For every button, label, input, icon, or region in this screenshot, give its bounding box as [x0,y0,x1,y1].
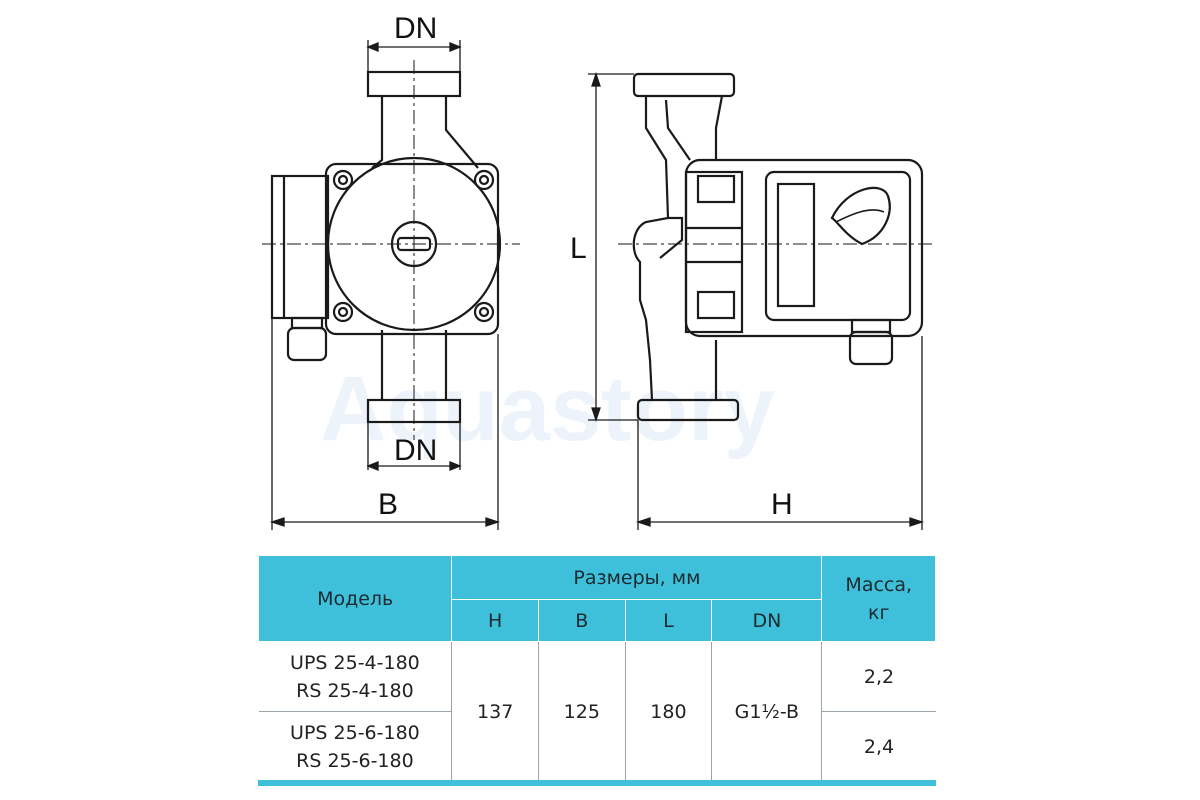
model-name: UPS 25-4-180 [290,651,420,674]
value-mass: 2,4 [821,711,936,782]
front-top-neck [371,96,479,169]
selector-knob-icon [830,186,891,246]
table-row: UPS 25-4-180 RS 25-4-180 137 125 180 G1½… [258,641,936,782]
watermark: Aquastory [320,358,775,460]
model-name: RS 25-6-180 [296,749,414,772]
value-b: 125 [537,641,626,782]
table-row: UPS 25-6-180 RS 25-6-180 2,4 [258,711,936,782]
bolt-icon [473,169,495,191]
l-label: L [570,232,587,265]
side-motor-outer [684,158,924,338]
model-name: UPS 25-6-180 [290,721,420,744]
spec-table: Модель Размеры, мм Масса, кг H B L DN UP… [257,555,936,782]
side-bottom-flange [636,398,740,422]
pump-drawing: Aquastory [262,12,935,530]
bolt-icon [332,301,354,323]
b-label: B [378,488,398,521]
model-cell: UPS 25-4-180 RS 25-4-180 [258,641,453,712]
header-mass: Масса, кг [821,555,936,642]
control-panel [764,170,912,322]
table-bottom-bar [258,780,936,786]
dn-bottom-label: DN [394,434,437,467]
value-dn: G1½-B [711,641,823,782]
bolt-icon [478,174,490,186]
dn-top-label: DN [394,12,437,45]
value-mass: 2,2 [821,641,936,712]
terminal-box [270,174,330,320]
front-bottom-neck [380,330,448,400]
header-l: L [624,599,713,642]
front-body [324,162,500,336]
front-view [262,60,520,440]
bolt-icon [337,174,349,186]
bolt-icon [332,169,354,191]
header-h: H [451,599,539,642]
value-h: 137 [451,641,539,782]
front-dimensions [269,40,501,530]
side-view [618,72,935,422]
header-model: Модель [257,555,453,642]
side-dimensions [588,71,925,530]
header-dn: DN [711,599,823,642]
cable-gland [286,326,328,362]
value-l: 180 [624,641,713,782]
bolt-icon [337,306,349,318]
bolt-icon [473,301,495,323]
side-housing [632,95,724,401]
bolt-icon [478,306,490,318]
side-cable-gland [848,330,894,366]
side-fins [684,170,744,334]
side-top-flange [632,72,736,98]
model-cell: UPS 25-6-180 RS 25-6-180 [258,711,453,782]
header-b: B [537,599,626,642]
indicator-window [776,182,816,308]
h-label: H [771,488,793,521]
model-name: RS 25-4-180 [296,679,414,702]
header-mass-text: Масса, кг [845,573,913,624]
header-dimensions: Размеры, мм [451,555,823,600]
